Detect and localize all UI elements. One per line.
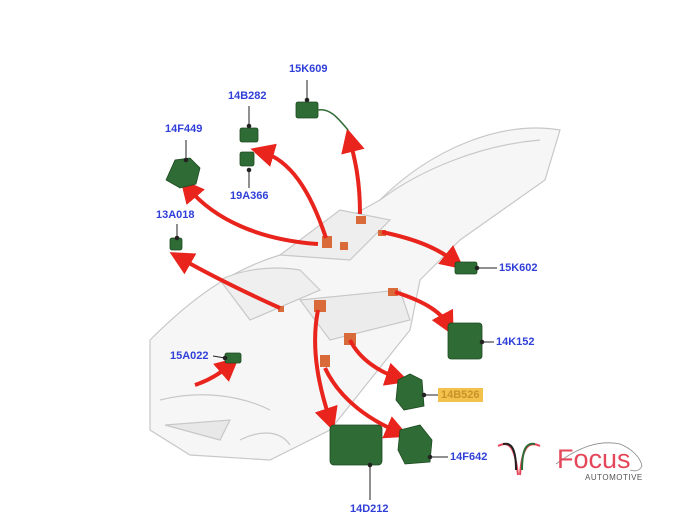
module-14K152 — [447, 322, 483, 360]
logo-subtitle: AUTOMOTIVE — [585, 473, 643, 482]
label-15K609: 15K609 — [289, 63, 328, 75]
module-14F449 — [165, 157, 201, 189]
label-13A018: 13A018 — [156, 209, 195, 221]
red-arrows — [169, 128, 465, 439]
logo-emblem-icon — [497, 442, 541, 476]
car-body-outline — [149, 127, 561, 461]
label-14F449: 14F449 — [165, 123, 203, 135]
module-15A022 — [224, 352, 242, 364]
module-14B526 — [395, 373, 425, 411]
label-19A366: 19A366 — [230, 190, 269, 202]
logo-car-outline-icon — [555, 442, 643, 472]
label-15K602: 15K602 — [499, 262, 538, 274]
label-14B282: 14B282 — [228, 90, 267, 102]
module-19A366 — [239, 151, 255, 167]
label-14D212: 14D212 — [350, 503, 389, 515]
module-14F642 — [397, 424, 433, 465]
label-14B526-highlighted: 14B526 — [438, 388, 483, 402]
leader-lines — [174, 80, 497, 500]
label-15A022: 15A022 — [170, 350, 209, 362]
module-14D212 — [329, 424, 383, 466]
module-15K602 — [454, 261, 478, 275]
label-14K152: 14K152 — [496, 336, 535, 348]
modules — [165, 101, 483, 466]
label-14F642: 14F642 — [450, 451, 488, 463]
logo-brand: Focus — [557, 444, 631, 474]
module-15K609 — [295, 101, 319, 119]
module-14B282 — [239, 127, 259, 143]
